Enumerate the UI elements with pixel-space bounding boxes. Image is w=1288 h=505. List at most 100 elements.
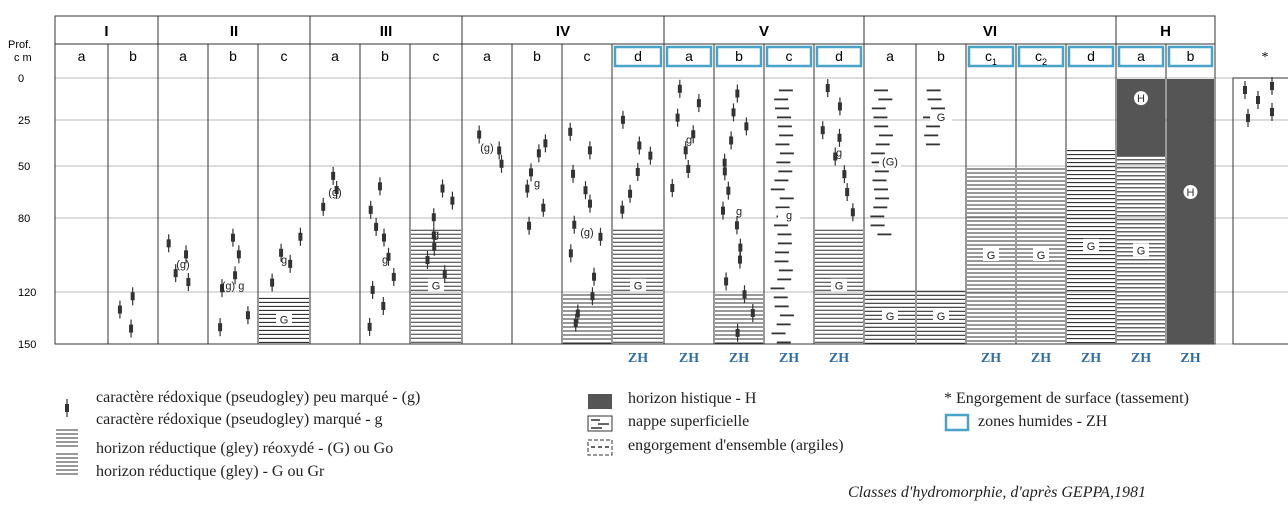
star-column-frame xyxy=(1232,77,1288,345)
horizon-label: G xyxy=(1087,241,1096,253)
horizon-label: g xyxy=(534,178,540,190)
legend-pseudogley-weak: caractère rédoxique (pseudogley) peu mar… xyxy=(96,389,421,406)
depth-tick-label: 150 xyxy=(18,339,36,351)
profile-label: c xyxy=(433,48,440,64)
class-label: VI xyxy=(983,23,997,40)
horizon-pseudogley: (g) g xyxy=(218,228,250,337)
horizon-pseudogley: (g) xyxy=(321,166,342,216)
depth-tick-label: 120 xyxy=(18,287,36,299)
profile-label: b xyxy=(533,48,541,64)
class-label: II xyxy=(230,23,238,40)
legend-swatches-left xyxy=(56,399,78,475)
profile-label: b xyxy=(735,48,743,64)
profile-label: a xyxy=(483,48,491,64)
histic-swatch xyxy=(588,394,612,409)
horizon-gley: G xyxy=(917,290,965,344)
legend-gley: horizon réductique (gley) - G ou Gr xyxy=(96,463,325,480)
profile-label: a xyxy=(331,48,339,64)
horizon-gley: G xyxy=(411,229,461,343)
horizon-label: H xyxy=(1137,93,1145,105)
legend-zh: zones humides - ZH xyxy=(978,413,1108,430)
horizon-nappe_superficielle: g xyxy=(770,89,800,344)
horizon-gley: G xyxy=(259,297,309,344)
horizon-label: G xyxy=(1137,245,1146,257)
profile-label: c xyxy=(584,48,591,64)
horizon-label: G xyxy=(886,311,895,323)
zh-label: ZH xyxy=(628,351,648,366)
horizon-label: G xyxy=(634,281,643,293)
depth-axis-title: Prof. xyxy=(8,39,31,51)
horizon-label: (g) xyxy=(176,259,189,271)
zh-label: ZH xyxy=(1081,351,1101,366)
horizon-label: (g) g xyxy=(222,281,245,293)
horizon-gley: G xyxy=(1117,159,1165,345)
profile-label: c2 xyxy=(1035,48,1047,67)
horizon-label: (g) xyxy=(580,227,593,239)
horizon-pseudogley xyxy=(1243,77,1274,127)
class-label: V xyxy=(759,23,769,40)
zh-label: ZH xyxy=(679,351,699,366)
class-label: I xyxy=(104,23,108,40)
profile-label: c1 xyxy=(985,48,997,67)
zh-box xyxy=(1067,45,1115,68)
legend-pseudogley-strong: caractère rédoxique (pseudogley) marqué … xyxy=(96,411,383,428)
horizon-pseudogley: g xyxy=(670,79,701,198)
profile-label: d xyxy=(1087,48,1095,64)
horizon-label: g xyxy=(786,210,792,222)
horizon-label: H xyxy=(1187,187,1195,199)
depth-tick-label: 80 xyxy=(18,213,30,225)
zh-box xyxy=(1167,45,1214,68)
horizon-gley xyxy=(563,294,611,344)
zh-box xyxy=(1117,45,1165,68)
profile-label: a xyxy=(1137,48,1145,64)
horizon-label: G xyxy=(432,281,441,293)
star-column-label: * xyxy=(1262,50,1269,65)
horizon-gley: G xyxy=(1067,150,1115,344)
horizon-label: G xyxy=(937,311,946,323)
horizon-label: g xyxy=(736,206,742,218)
horizon-label: g xyxy=(382,254,388,266)
horizon-pseudogley: g xyxy=(525,134,548,235)
class-label: H xyxy=(1160,23,1171,40)
profile-label: a xyxy=(179,48,187,64)
profile-label: d xyxy=(835,48,843,64)
zh-label: ZH xyxy=(729,351,749,366)
horizon-pseudogley: g xyxy=(425,179,455,284)
horizon-label: (g) xyxy=(328,187,341,199)
profile-label: b xyxy=(229,48,237,64)
zh-label: ZH xyxy=(1180,351,1200,366)
profile-label: c xyxy=(786,48,793,64)
zh-box xyxy=(613,45,663,68)
legend-nappe: nappe superficielle xyxy=(628,413,750,430)
horizon-pseudogley: g xyxy=(721,84,755,342)
horizon-label: g xyxy=(836,148,842,160)
horizon-label: (g) xyxy=(480,142,493,154)
horizon-label: G xyxy=(1037,250,1046,262)
profile-label: b xyxy=(129,48,137,64)
zh-box xyxy=(1017,45,1065,68)
zh-box xyxy=(815,45,863,68)
horizon-label: g xyxy=(281,255,287,267)
depth-axis-unit: c m xyxy=(14,52,32,64)
horizon-pseudogley: (g) xyxy=(166,234,191,292)
zh-label: ZH xyxy=(829,351,849,366)
profile-label: c xyxy=(281,48,288,64)
horizon-gley: G xyxy=(815,229,863,343)
depth-tick-label: 0 xyxy=(18,73,24,85)
nappe-swatch xyxy=(587,415,613,432)
legend-engorgement: engorgement d'ensemble (argiles) xyxy=(628,437,844,454)
horizon-pseudogley: g xyxy=(367,177,396,336)
horizon-label: g xyxy=(686,134,692,146)
zh-label: ZH xyxy=(1031,351,1051,366)
main-frame xyxy=(54,15,1216,345)
profile-label: a xyxy=(886,48,894,64)
horizon-gley: G xyxy=(1017,168,1065,342)
zh-box xyxy=(967,45,1015,68)
horizon-label: (G) xyxy=(882,156,898,168)
zh-box xyxy=(715,45,763,68)
profile-columns xyxy=(54,15,1288,345)
